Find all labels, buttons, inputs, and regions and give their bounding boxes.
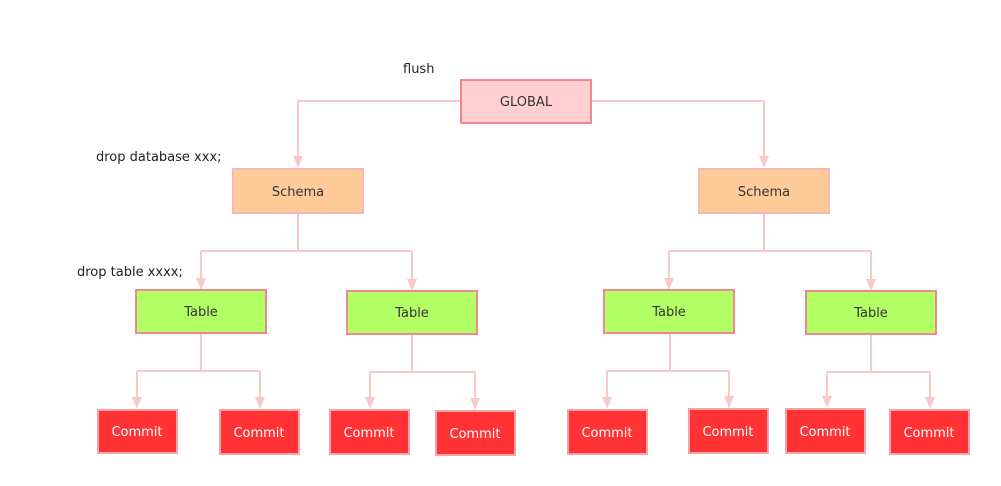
commit-node: Commit: [567, 409, 648, 455]
table-label: Table: [183, 305, 218, 320]
commit-label: Commit: [111, 425, 162, 440]
arrowhead-icon: [664, 278, 674, 290]
commit-label: Commit: [581, 426, 632, 441]
table-node: Table: [603, 289, 735, 334]
schema-node: Schema: [698, 168, 830, 214]
arrowhead-icon: [132, 397, 142, 409]
commit-node: Commit: [219, 409, 300, 455]
table-node: Table: [346, 290, 478, 335]
arrowhead-icon: [759, 156, 769, 168]
commit-node: Commit: [435, 410, 516, 456]
connector-line: [297, 100, 461, 158]
table-node: Table: [135, 289, 267, 334]
arrowhead-icon: [470, 398, 480, 410]
arrowhead-icon: [293, 156, 303, 168]
commit-label: Commit: [233, 426, 284, 441]
annotation-table: drop table xxxx;: [77, 265, 183, 280]
arrowhead-icon: [407, 279, 417, 291]
commit-label: Commit: [702, 425, 753, 440]
arrowhead-icon: [196, 278, 206, 290]
commit-node: Commit: [97, 409, 178, 454]
table-label: Table: [651, 305, 686, 320]
commit-node: Commit: [785, 408, 866, 454]
commit-label: Commit: [449, 427, 500, 442]
arrowhead-icon: [365, 397, 375, 409]
global-node: GLOBAL: [460, 79, 592, 124]
arrowhead-icon: [925, 397, 935, 409]
arrowhead-icon: [602, 397, 612, 409]
arrowhead-icon: [866, 279, 876, 291]
annotation-global: flush: [403, 62, 434, 77]
commit-label: Commit: [903, 426, 954, 441]
commit-node: Commit: [688, 408, 769, 454]
schema-label: Schema: [738, 185, 790, 200]
commit-node: Commit: [329, 409, 410, 455]
commit-label: Commit: [343, 426, 394, 441]
table-node: Table: [805, 290, 937, 335]
annotation-schema: drop database xxx;: [96, 150, 222, 165]
arrowhead-icon: [255, 397, 265, 409]
arrowhead-icon: [724, 396, 734, 408]
connector-line: [591, 100, 765, 158]
table-label: Table: [394, 306, 429, 321]
connectors: [132, 100, 935, 410]
schema-label: Schema: [272, 185, 324, 200]
schema-node: Schema: [232, 168, 364, 214]
commit-label: Commit: [799, 425, 850, 440]
global-label: GLOBAL: [500, 95, 553, 110]
arrowhead-icon: [822, 396, 832, 408]
commit-node: Commit: [889, 409, 970, 455]
table-label: Table: [853, 306, 888, 321]
